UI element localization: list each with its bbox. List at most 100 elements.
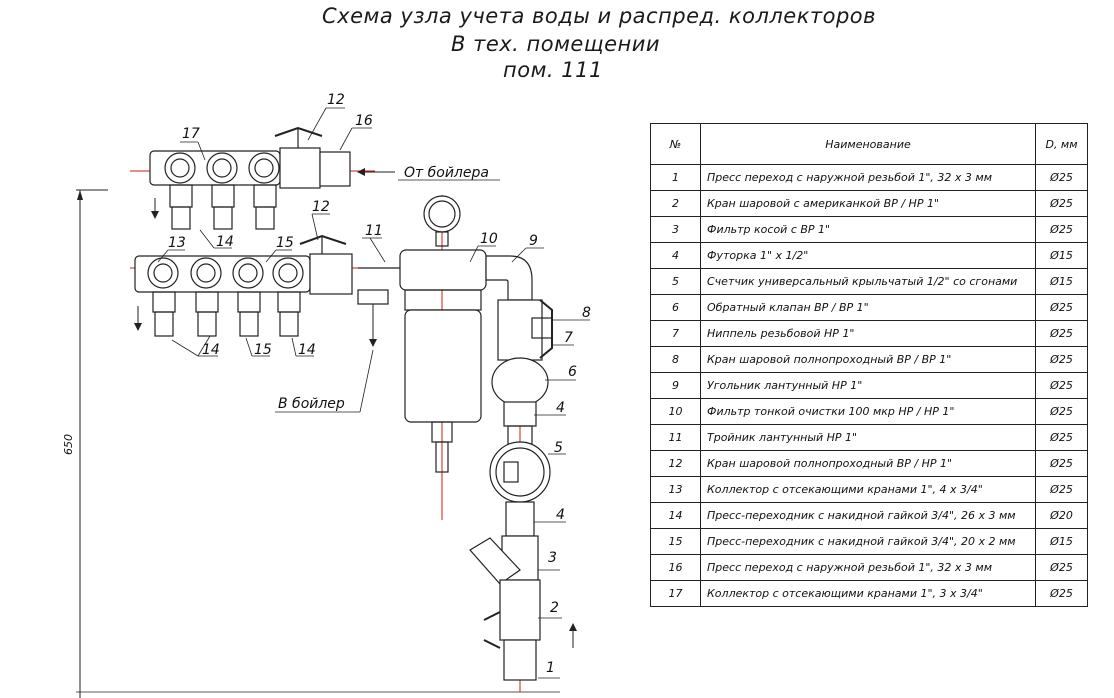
callout-13: 13 [168, 235, 186, 251]
row-name: Пресс переход с наружной резьбой 1", 32 … [700, 554, 1036, 581]
callout-5: 5 [554, 440, 563, 456]
row-name: Кран шаровой полнопроходный ВР / НР 1" [700, 450, 1036, 477]
callout-17: 17 [182, 126, 200, 142]
callout-4-top: 4 [556, 400, 565, 416]
callout-14-b: 14 [298, 342, 316, 358]
callout-9: 9 [529, 233, 538, 249]
row-name: Пресс-переходник с накидной гайкой 3/4",… [700, 502, 1036, 529]
row-number: 1 [650, 164, 701, 191]
row-number: 6 [650, 294, 701, 321]
row-name: Кран шаровой полнопроходный ВР / ВР 1" [700, 346, 1036, 373]
callout-12-bottom: 12 [312, 199, 330, 215]
drawing-title-line-2: В тех. помещении [451, 32, 661, 56]
drawing-title-line-1: Схема узла учета воды и распред. коллект… [322, 4, 877, 28]
row-name: Кран шаровой с американкой ВР / НР 1" [700, 190, 1036, 217]
row-name: Коллектор с отсекающими кранами 1", 4 x … [700, 476, 1036, 503]
callout-1: 1 [546, 660, 555, 676]
callout-3: 3 [548, 550, 557, 566]
row-diameter: Ø25 [1035, 398, 1088, 425]
row-diameter: Ø25 [1035, 580, 1088, 607]
callout-14-top: 14 [216, 234, 234, 250]
row-number: 3 [650, 216, 701, 243]
row-diameter: Ø15 [1035, 242, 1088, 269]
row-number: 9 [650, 372, 701, 399]
row-name: Угольник лантунный НР 1" [700, 372, 1036, 399]
row-diameter: Ø25 [1035, 450, 1088, 477]
collector-13 [130, 234, 520, 337]
callout-7: 7 [564, 330, 573, 346]
row-diameter: Ø25 [1035, 294, 1088, 321]
row-number: 10 [650, 398, 701, 425]
row-number: 8 [650, 346, 701, 373]
row-name: Фильтр тонкой очистки 100 мкр НР / НР 1" [700, 398, 1036, 425]
row-number: 5 [650, 268, 701, 295]
row-number: 12 [650, 450, 701, 477]
to-boiler-label: В бойлер [278, 396, 345, 412]
from-boiler-label: От бойлера [404, 165, 489, 181]
header-number: № [650, 123, 701, 165]
callout-numbers: 12 16 17 12 11 10 9 13 14 15 8 7 14 15 1… [168, 92, 591, 676]
callout-12-top: 12 [327, 92, 345, 108]
row-diameter: Ø15 [1035, 528, 1088, 555]
callout-8: 8 [582, 305, 591, 321]
spec-header-row: № Наименование D, мм [650, 123, 1088, 165]
row-name: Коллектор с отсекающими кранами 1", 3 x … [700, 580, 1036, 607]
row-name: Счетчик универсальный крыльчатый 1/2" со… [700, 268, 1036, 295]
callout-10: 10 [480, 231, 498, 247]
callout-16: 16 [355, 113, 373, 129]
header-name: Наименование [700, 123, 1036, 165]
row-diameter: Ø25 [1035, 476, 1088, 503]
callout-6: 6 [568, 364, 577, 380]
callout-15-top: 15 [276, 235, 294, 251]
leader-lines [157, 107, 590, 679]
row-diameter: Ø25 [1035, 216, 1088, 243]
row-diameter: Ø15 [1035, 268, 1088, 295]
row-number: 14 [650, 502, 701, 529]
dimension-label: 650 [62, 434, 75, 455]
row-number: 17 [650, 580, 701, 607]
row-diameter: Ø25 [1035, 190, 1088, 217]
row-number: 13 [650, 476, 701, 503]
row-diameter: Ø25 [1035, 320, 1088, 347]
header-diameter: D, мм [1035, 123, 1088, 165]
dimension-650: 650 [62, 189, 560, 698]
row-diameter: Ø20 [1035, 502, 1088, 529]
drawing-title-line-3: пом. 111 [503, 58, 603, 82]
collector-17 [130, 126, 375, 230]
row-name: Фильтр косой с ВР 1" [700, 216, 1036, 243]
row-diameter: Ø25 [1035, 346, 1088, 373]
callout-11: 11 [365, 223, 383, 239]
riser-assembly [469, 255, 553, 692]
row-number: 4 [650, 242, 701, 269]
row-name: Футорка 1" x 1/2" [700, 242, 1036, 269]
row-name: Ниппель резьбовой НР 1" [700, 320, 1036, 347]
row-diameter: Ø25 [1035, 372, 1088, 399]
callout-14-a: 14 [202, 342, 220, 358]
row-name: Обратный клапан ВР / ВР 1" [700, 294, 1036, 321]
callout-15-bottom: 15 [254, 342, 272, 358]
row-name: Тройник лантунный НР 1" [700, 424, 1036, 451]
row-number: 7 [650, 320, 701, 347]
row-diameter: Ø25 [1035, 164, 1088, 191]
row-diameter: Ø25 [1035, 554, 1088, 581]
row-number: 11 [650, 424, 701, 451]
